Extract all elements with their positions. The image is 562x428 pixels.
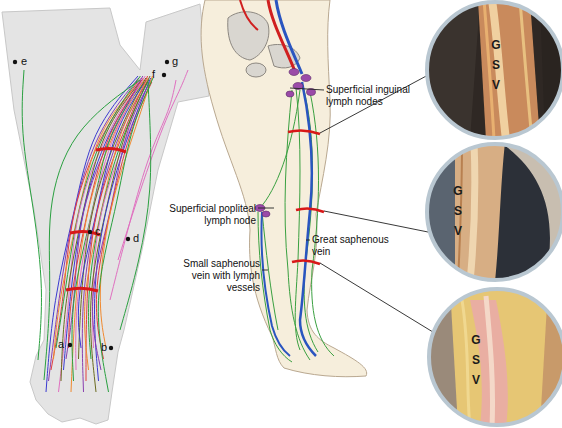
vein-label: GSV bbox=[489, 38, 503, 98]
iliac-vessels bbox=[240, 0, 302, 74]
lymph-vessel bbox=[118, 70, 188, 260]
lymph-vessel bbox=[100, 76, 152, 348]
lymph-vessel bbox=[92, 80, 151, 370]
structure-label: Superficial popliteal lymph node bbox=[164, 203, 256, 227]
lymph-vessel bbox=[44, 80, 140, 380]
point-letter: a bbox=[58, 338, 64, 350]
lymph-vessel bbox=[91, 76, 150, 392]
leader-lines bbox=[258, 74, 446, 340]
point-letter: g bbox=[172, 55, 178, 67]
lymph-vessel bbox=[120, 82, 151, 330]
lymph-vessel bbox=[85, 78, 149, 370]
photo-inset bbox=[425, 0, 562, 140]
great-saphenous-vein bbox=[300, 82, 316, 356]
point-letter: f bbox=[152, 68, 155, 80]
point-letter: d bbox=[133, 232, 139, 244]
lymph-vessel bbox=[22, 70, 41, 360]
lymph-node-dots bbox=[255, 69, 316, 218]
photo-circle: GSV bbox=[425, 0, 562, 140]
leg-lymphatics bbox=[258, 88, 334, 362]
lymph-vessel bbox=[110, 80, 176, 300]
incision-marks bbox=[66, 148, 126, 291]
small-saphenous-vein bbox=[261, 212, 290, 356]
photo-inset bbox=[425, 142, 562, 282]
lymph-vessel bbox=[96, 82, 151, 359]
vein-label: GSV bbox=[451, 184, 465, 244]
point-letter: e bbox=[21, 55, 27, 67]
point-letter: c bbox=[95, 225, 101, 237]
lymph-vessel bbox=[95, 78, 151, 381]
photo-circle: GSV bbox=[425, 142, 562, 282]
structure-label: Small saphenous vein with lymph vessels bbox=[176, 258, 260, 294]
point-letter: b bbox=[101, 341, 107, 353]
structure-label: Great saphenous vein bbox=[312, 234, 392, 258]
lymph-vessels bbox=[22, 70, 188, 392]
letter-dots bbox=[13, 60, 169, 350]
structure-label: Superficial inguinal lymph nodes bbox=[326, 84, 426, 108]
vein-label: GSV bbox=[469, 333, 483, 393]
lymph-vessel bbox=[89, 80, 149, 359]
photo-inset bbox=[427, 287, 562, 427]
photo-circle: GSV bbox=[427, 287, 562, 427]
leg-outline bbox=[201, 0, 367, 377]
